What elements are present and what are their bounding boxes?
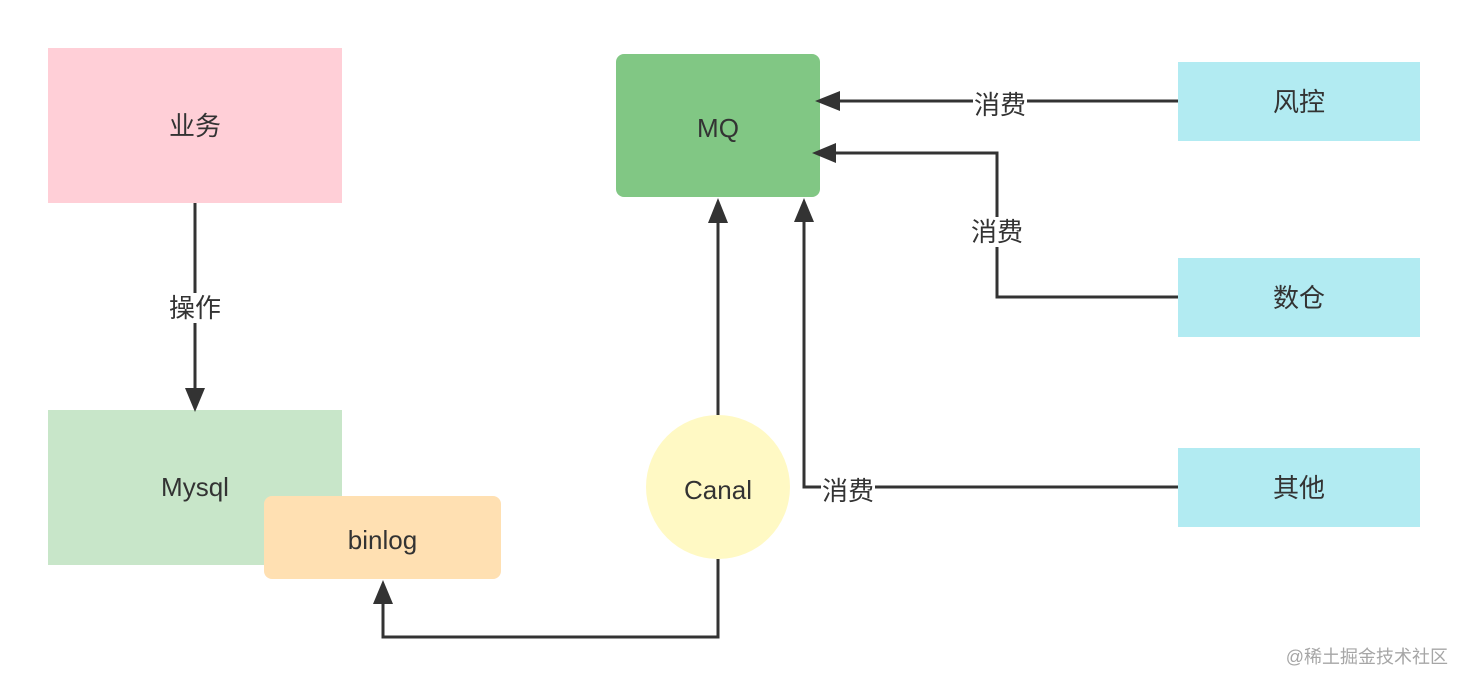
mq-label: MQ xyxy=(697,112,739,143)
edge-label-consume-other: 消费 xyxy=(820,476,876,506)
other-node: 其他 xyxy=(1178,448,1420,527)
mysql-node: Mysql xyxy=(48,410,342,565)
binlog-label: binlog xyxy=(347,524,418,555)
data-warehouse-node: 数仓 xyxy=(1178,258,1420,337)
business-label: 业务 xyxy=(168,110,221,141)
edge-label-consume-risk-control: 消费 xyxy=(972,90,1028,120)
arrowhead-other-to-mq xyxy=(794,198,814,222)
edge-label-consume-data-warehouse: 消费 xyxy=(969,217,1025,247)
arrowhead-canal-to-binlog xyxy=(373,580,393,604)
mysql-label: Mysql xyxy=(161,471,229,502)
edge-label-operate: 操作 xyxy=(167,293,223,323)
business-node: 业务 xyxy=(48,48,342,203)
binlog-node: binlog xyxy=(264,496,501,579)
watermark: @稀土掘金技术社区 xyxy=(1285,647,1448,667)
canal-node: Canal xyxy=(646,415,790,559)
arrowhead-business-to-mysql xyxy=(185,388,205,412)
canal-label: Canal xyxy=(684,475,752,505)
other-label: 其他 xyxy=(1272,472,1325,503)
arrowhead-canal-to-mq xyxy=(708,198,728,223)
mq-node: MQ xyxy=(616,54,820,197)
risk-control-node: 风控 xyxy=(1178,62,1420,141)
risk-control-label: 风控 xyxy=(1272,86,1325,117)
data-warehouse-label: 数仓 xyxy=(1272,282,1325,313)
edge-other-to-mq xyxy=(802,220,1178,489)
